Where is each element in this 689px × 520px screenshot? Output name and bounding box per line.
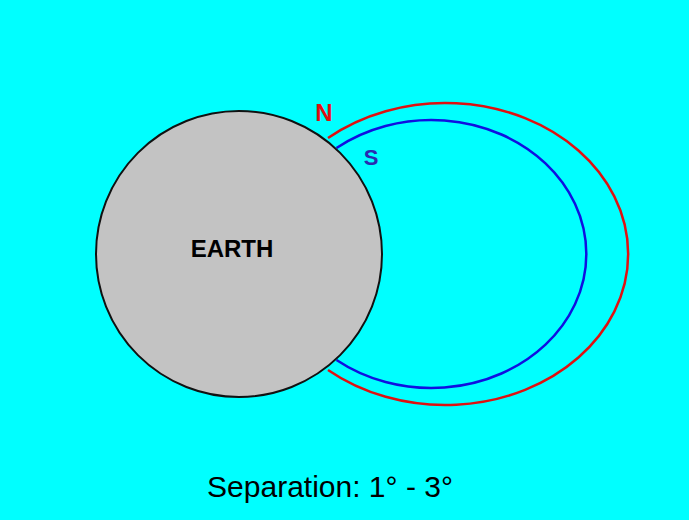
earth-disc xyxy=(96,111,382,397)
earth-circle: EARTH xyxy=(95,110,383,398)
earth-label: EARTH xyxy=(191,235,274,263)
caption: Separation: 1° - 3° xyxy=(207,472,453,502)
pole-label: S xyxy=(364,147,379,169)
pole-label: N xyxy=(315,101,332,125)
